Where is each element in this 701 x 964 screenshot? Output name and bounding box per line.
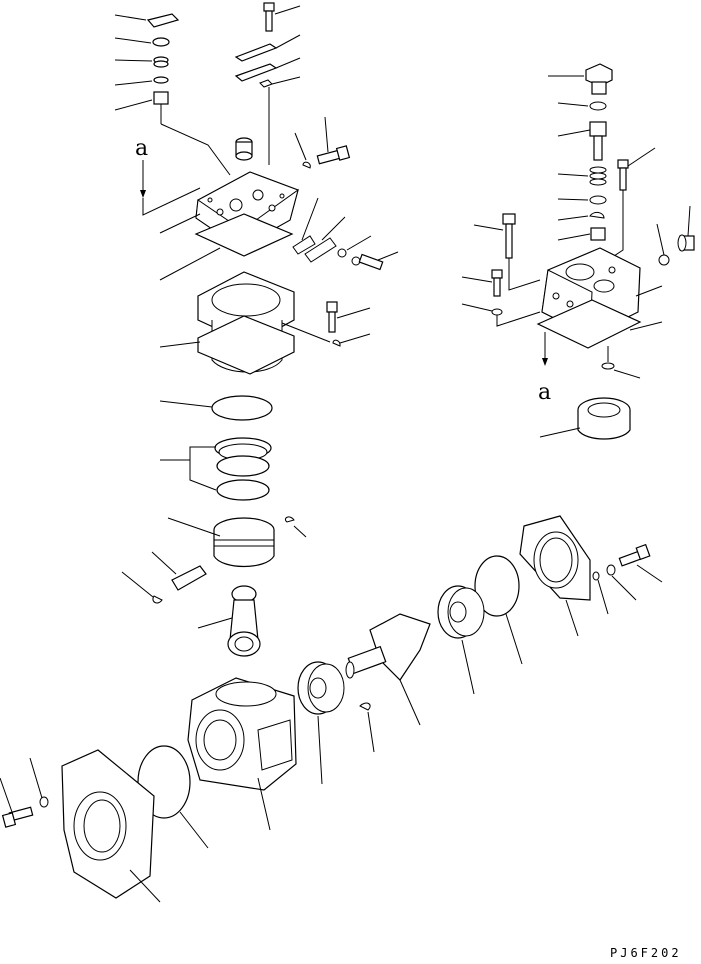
- drawing-code: PJ6F202: [610, 946, 682, 960]
- crankcase: [187, 677, 297, 831]
- piston-ring-group: [159, 395, 273, 501]
- cylinder-head: [159, 116, 351, 281]
- top-valve-plate-group: [114, 2, 301, 176]
- piston-pin: [121, 551, 207, 604]
- bushing: [539, 397, 631, 440]
- view-label-top: a: [135, 136, 149, 161]
- cylinder-block: [159, 271, 371, 375]
- unloader-head-block: [536, 247, 663, 379]
- front-cover: [0, 745, 209, 903]
- unloader-parts: [461, 63, 695, 327]
- view-arrow-top: [140, 160, 201, 216]
- crankshaft: [345, 613, 431, 753]
- rear-cover: [474, 515, 663, 665]
- view-label-right: a: [538, 380, 552, 405]
- connecting-rod: [197, 585, 261, 657]
- head-side-parts: [292, 197, 399, 271]
- crank-bearing-right: [437, 585, 485, 695]
- piston: [167, 516, 307, 567]
- crank-bearing-left: [297, 661, 345, 785]
- view-arrow-right: [542, 332, 548, 366]
